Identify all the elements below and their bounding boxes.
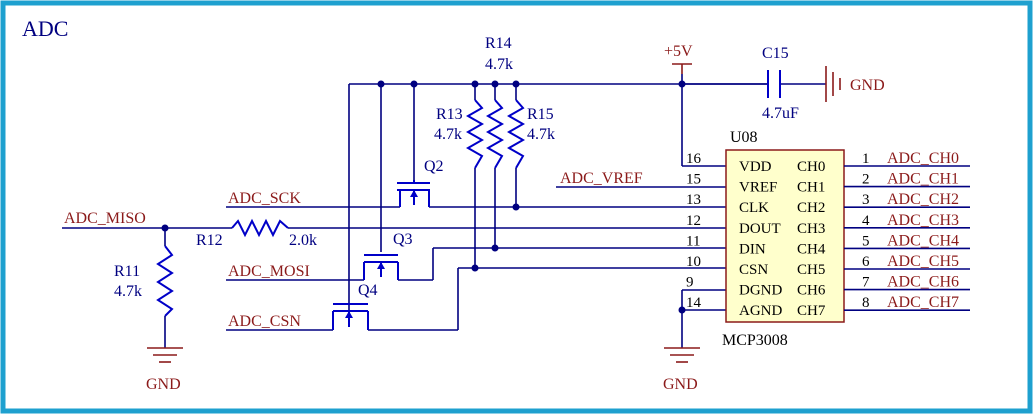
pin-name-clk: CLK xyxy=(739,200,769,216)
net-adc-ch1: ADC_CH1 xyxy=(887,171,959,188)
pin-name-dgnd: DGND xyxy=(739,283,782,299)
capacitor-c15: C15 4.7uF xyxy=(762,45,799,122)
sheet-title: ADC xyxy=(22,16,68,41)
chip-part: MCP3008 xyxy=(722,332,788,349)
pin-name-agnd: AGND xyxy=(739,303,782,319)
pin-number-8: 8 xyxy=(862,295,870,311)
power-symbol-5v: +5V xyxy=(664,43,693,74)
c15-value: 4.7uF xyxy=(762,105,799,122)
pin-number-11: 11 xyxy=(686,233,700,249)
net-adc-ch4: ADC_CH4 xyxy=(887,232,959,249)
pin-number-2: 2 xyxy=(862,172,870,188)
chip-ref: U08 xyxy=(730,129,758,146)
q2-ref: Q2 xyxy=(424,158,444,175)
pin-name-ch2: CH2 xyxy=(797,200,825,216)
pin-name-ch1: CH1 xyxy=(797,180,825,196)
net-adc-ch2: ADC_CH2 xyxy=(887,191,959,208)
pin-number-14: 14 xyxy=(686,295,702,311)
net-adc-mosi: ADC_MOSI xyxy=(228,263,310,280)
resistor-r13: R13 4.7k xyxy=(434,99,485,169)
resistor-r11: R11 4.7k xyxy=(114,245,174,317)
pin-name-ch3: CH3 xyxy=(797,221,825,237)
pin-name-ch4: CH4 xyxy=(797,241,826,257)
pin-name-din: DIN xyxy=(739,241,766,257)
pin-number-6: 6 xyxy=(862,254,870,270)
gnd-label-r11: GND xyxy=(146,376,181,393)
ground-symbol-cap: GND xyxy=(825,66,885,102)
ground-symbol-chip: GND xyxy=(663,347,700,393)
pin-number-4: 4 xyxy=(862,213,870,229)
pin-number-16: 16 xyxy=(686,151,702,167)
mosfet-q4: Q4 xyxy=(332,282,378,330)
c15-ref: C15 xyxy=(762,45,789,62)
mosfet-q2: Q2 xyxy=(397,158,444,207)
r13-value: 4.7k xyxy=(434,126,462,143)
pin-number-10: 10 xyxy=(686,254,701,270)
gnd-label-cap: GND xyxy=(850,77,885,94)
vcc-label: +5V xyxy=(664,43,693,60)
r12-value: 2.0k xyxy=(289,232,317,249)
pin-name-ch5: CH5 xyxy=(797,262,825,278)
r11-value: 4.7k xyxy=(114,283,142,300)
r15-ref: R15 xyxy=(527,106,554,123)
pin-number-7: 7 xyxy=(862,275,870,291)
pin-number-3: 3 xyxy=(862,192,870,208)
q4-ref: Q4 xyxy=(358,282,378,299)
junctions xyxy=(161,80,686,314)
wires xyxy=(62,74,826,348)
q3-ref: Q3 xyxy=(393,231,413,248)
net-adc-ch0: ADC_CH0 xyxy=(887,150,959,167)
net-adc-ch3: ADC_CH3 xyxy=(887,212,959,229)
resistor-r15: R15 4.7k xyxy=(506,99,555,169)
pin-name-ch7: CH7 xyxy=(797,303,826,319)
pin-number-13: 13 xyxy=(686,192,701,208)
r11-ref: R11 xyxy=(114,263,140,280)
pin-number-9: 9 xyxy=(686,275,694,291)
pin-number-5: 5 xyxy=(862,233,870,249)
mosfet-q3: Q3 xyxy=(363,231,413,280)
pin-number-1: 1 xyxy=(862,151,870,167)
resistor-r12: R12 2.0k xyxy=(196,218,317,249)
pin-number-12: 12 xyxy=(686,213,701,229)
pin-name-vdd: VDD xyxy=(739,159,772,175)
r14-value: 4.7k xyxy=(485,56,513,73)
pin-name-ch0: CH0 xyxy=(797,159,825,175)
pin-name-ch6: CH6 xyxy=(797,283,826,299)
r13-ref: R13 xyxy=(436,106,463,123)
net-adc-ch5: ADC_CH5 xyxy=(887,253,959,270)
gnd-label-chip: GND xyxy=(663,376,698,393)
net-adc-miso: ADC_MISO xyxy=(64,210,146,227)
r12-ref: R12 xyxy=(196,232,223,249)
pin-name-csn: CSN xyxy=(739,262,768,278)
net-adc-ch7: ADC_CH7 xyxy=(887,294,959,311)
resistor-r14: R14 4.7k xyxy=(485,35,513,169)
net-adc-sck: ADC_SCK xyxy=(228,190,301,207)
pin-name-vref: VREF xyxy=(739,180,777,196)
pin-name-dout: DOUT xyxy=(739,221,781,237)
ground-symbol-r11: GND xyxy=(146,347,183,393)
pin-number-15: 15 xyxy=(686,172,701,188)
net-adc-ch6: ADC_CH6 xyxy=(887,274,959,291)
net-adc-vref: ADC_VREF xyxy=(560,170,643,187)
chip-body xyxy=(725,149,845,323)
r14-ref: R14 xyxy=(485,35,512,52)
r15-value: 4.7k xyxy=(527,126,555,143)
net-adc-csn: ADC_CSN xyxy=(228,313,301,330)
